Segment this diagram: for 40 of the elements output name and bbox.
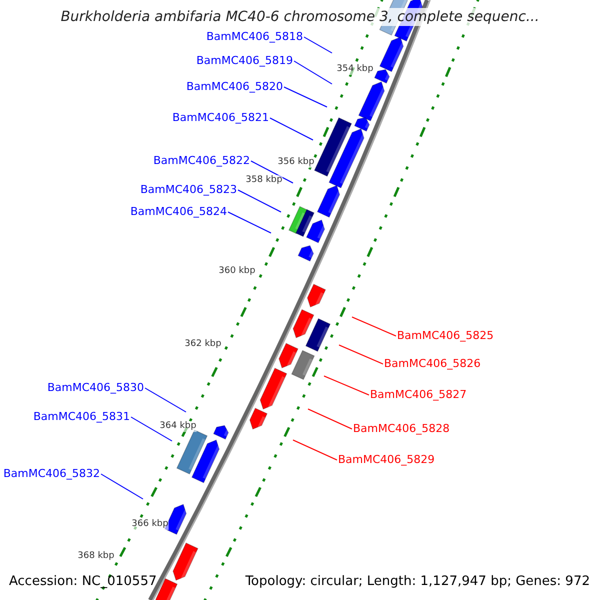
gene-label: BamMC406_5818 bbox=[206, 30, 303, 44]
leader-line bbox=[352, 316, 396, 336]
gene-label: BamMC406_5824 bbox=[130, 205, 227, 219]
gene-label: BamMC406_5822 bbox=[153, 154, 250, 168]
scale-label: 354 kbp bbox=[336, 64, 374, 75]
leader-line bbox=[238, 190, 282, 212]
leader-line bbox=[250, 160, 294, 184]
leader-line bbox=[144, 388, 186, 412]
leader-line bbox=[338, 344, 384, 364]
leader-line bbox=[270, 118, 314, 140]
gene-label: BamMC406_5831 bbox=[33, 410, 130, 424]
gene-label: BamMC406_5830 bbox=[47, 381, 144, 395]
leader-line bbox=[100, 474, 144, 500]
gene-label: BamMC406_5832 bbox=[3, 467, 100, 481]
scale-label: 360 kbp bbox=[218, 266, 256, 277]
gene-label: BamMC406_5828 bbox=[353, 422, 450, 436]
scale-label: 362 kbp bbox=[184, 339, 222, 350]
accession-text: Accession: NC_010557 bbox=[9, 574, 157, 590]
leader-line bbox=[292, 440, 338, 460]
gene-label: BamMC406_5823 bbox=[140, 183, 237, 197]
leader-line bbox=[284, 86, 328, 108]
gene-label: BamMC406_5819 bbox=[196, 54, 293, 68]
scale-label: 358 kbp bbox=[246, 175, 282, 186]
scale-label: 366 kbp bbox=[132, 519, 168, 530]
scale-label: 364 kbp bbox=[160, 421, 196, 432]
leader-line bbox=[304, 36, 332, 54]
gene-label: BamMC406_5829 bbox=[338, 453, 435, 467]
gene-label: BamMC406_5826 bbox=[384, 357, 481, 371]
leader-line bbox=[324, 376, 370, 396]
scale-label: 368 kbp bbox=[78, 551, 114, 562]
topology-text: Topology: circular; Length: 1,127,947 bp; Genes: 972 bbox=[245, 574, 590, 590]
leader-line bbox=[294, 60, 332, 84]
leader-line bbox=[130, 416, 172, 442]
scale-label: 356 kbp bbox=[278, 157, 314, 168]
leader-line bbox=[308, 408, 352, 430]
gene-label: BamMC406_5821 bbox=[172, 111, 269, 125]
leader-line bbox=[228, 212, 272, 234]
gene-label: BamMC406_5820 bbox=[186, 80, 283, 94]
gene-label: BamMC406_5827 bbox=[370, 388, 467, 402]
gene-label: BamMC406_5825 bbox=[397, 329, 494, 343]
